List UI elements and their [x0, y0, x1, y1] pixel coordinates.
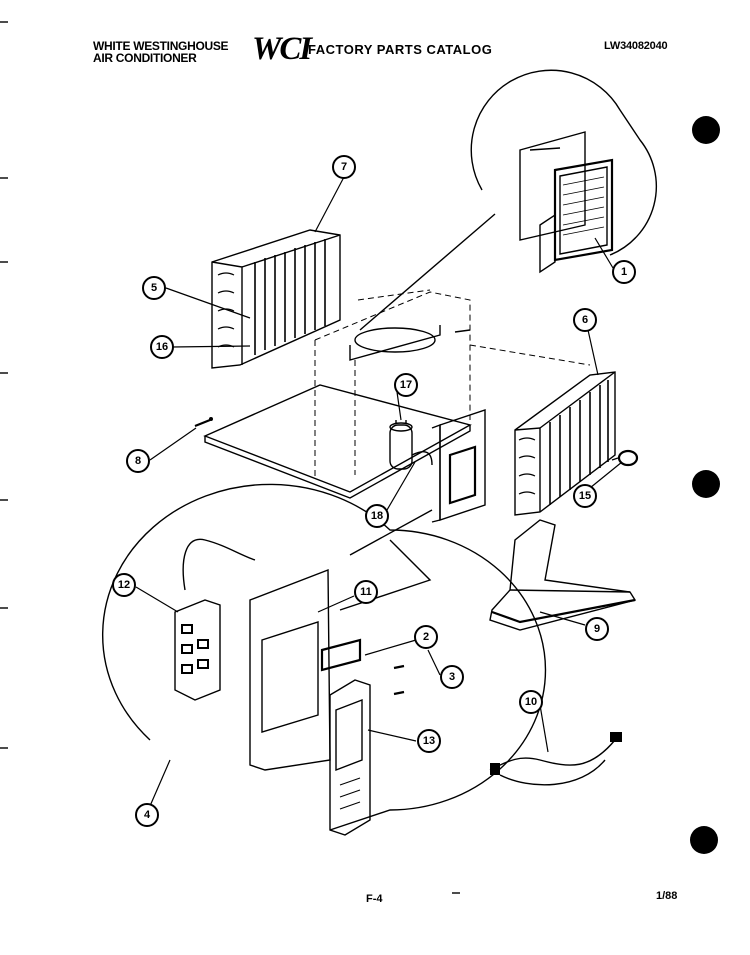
brand-line-2: AIR CONDITIONER	[93, 51, 197, 65]
svg-text:11: 11	[360, 586, 372, 598]
binder-hole-top	[692, 116, 720, 144]
svg-text:5: 5	[151, 282, 157, 294]
callout-17: 17	[394, 373, 418, 397]
detail-leader-top	[359, 213, 496, 331]
callout-16: 16	[150, 335, 174, 359]
callout-2: 2	[414, 625, 438, 649]
svg-text:3: 3	[449, 671, 455, 683]
svg-text:10: 10	[525, 696, 537, 708]
control-detail-leader	[349, 509, 433, 556]
callout-15: 15	[573, 484, 597, 508]
callout-5: 5	[142, 276, 166, 300]
chassis-base	[203, 289, 472, 499]
svg-text:7: 7	[341, 161, 347, 173]
svg-text:16: 16	[156, 341, 168, 353]
bulb-holder	[611, 449, 639, 467]
svg-text:4: 4	[144, 809, 151, 821]
power-cord	[489, 732, 622, 786]
control-detail-view	[101, 483, 547, 836]
grille-detail-view	[470, 69, 658, 274]
evap-leader	[469, 344, 591, 366]
svg-text:17: 17	[400, 379, 412, 391]
svg-text:6: 6	[582, 314, 588, 326]
svg-text:18: 18	[371, 510, 383, 522]
svg-text:12: 12	[118, 579, 130, 591]
screw	[194, 417, 213, 428]
svg-text:9: 9	[594, 623, 600, 635]
date-code: 1/88	[656, 890, 678, 902]
svg-text:2: 2	[423, 631, 429, 643]
binder-hole-middle	[692, 470, 720, 498]
model-number: LW34082040	[604, 40, 668, 52]
binder-hole-bottom	[690, 826, 718, 854]
callout-12: 12	[112, 573, 136, 597]
control-box	[431, 409, 486, 523]
callout-8: 8	[126, 449, 150, 473]
brand-line-1: WHITE WESTINGHOUSE	[93, 39, 229, 53]
svg-text:13: 13	[423, 735, 435, 747]
evaporator-coil	[514, 371, 616, 516]
callout-3: 3	[440, 665, 464, 689]
callout-7: 7	[332, 155, 356, 179]
page-number: F-4	[366, 893, 383, 905]
leader-lines	[135, 176, 623, 807]
callout-11: 11	[354, 580, 378, 604]
condenser-coil	[211, 229, 341, 369]
catalog-title: FACTORY PARTS CATALOG	[308, 42, 493, 57]
svg-text:15: 15	[579, 490, 591, 502]
callout-1: 1	[612, 260, 636, 284]
callout-4: 4	[135, 803, 159, 827]
callout-6: 6	[573, 308, 597, 332]
callout-9: 9	[585, 617, 609, 641]
svg-text:1: 1	[621, 266, 627, 278]
callout-13: 13	[417, 729, 441, 753]
edge-marks	[0, 21, 8, 749]
svg-text:8: 8	[135, 455, 141, 467]
wci-logo: WCI	[252, 31, 312, 67]
capacitor	[389, 420, 433, 470]
callout-10: 10	[519, 690, 543, 714]
callout-18: 18	[365, 504, 389, 528]
drain-pan	[489, 519, 637, 631]
